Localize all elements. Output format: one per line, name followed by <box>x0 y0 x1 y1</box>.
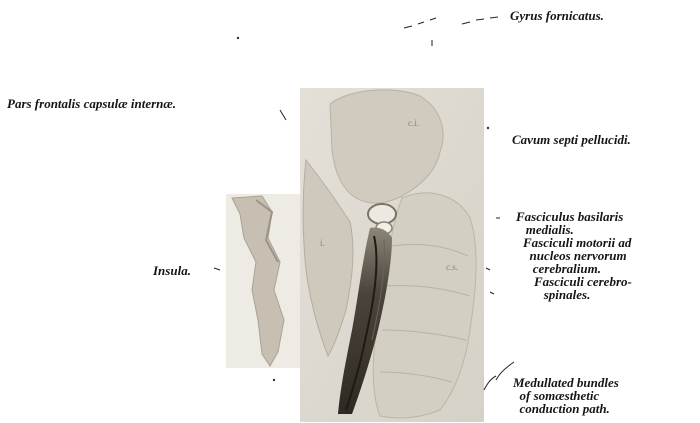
section-panel: c.i. i. c.s. <box>300 88 484 422</box>
label-gyrus-fornicatus: Gyrus fornicatus. <box>510 9 604 22</box>
label-pars-frontalis: Pars frontalis capsulæ internæ. <box>7 97 176 110</box>
label-insula: Insula. <box>153 264 191 277</box>
label-cavum-septi: Cavum septi pellucidi. <box>512 133 631 146</box>
insula-panel <box>226 194 300 368</box>
label-fasciculi-cerebrospinales: Fasciculi cerebro- spinales. <box>534 275 632 301</box>
svg-text:i.: i. <box>320 238 325 248</box>
label-fasciculus-basilaris: Fasciculus basilaris medialis. <box>516 210 623 236</box>
svg-text:c.s.: c.s. <box>446 262 458 272</box>
svg-text:c.i.: c.i. <box>408 118 419 128</box>
label-medullated-bundles: Medullated bundles of somæsthetic conduc… <box>513 376 619 415</box>
label-fasciculi-motorii: Fasciculi motorii ad nucleos nervorum ce… <box>523 236 631 275</box>
